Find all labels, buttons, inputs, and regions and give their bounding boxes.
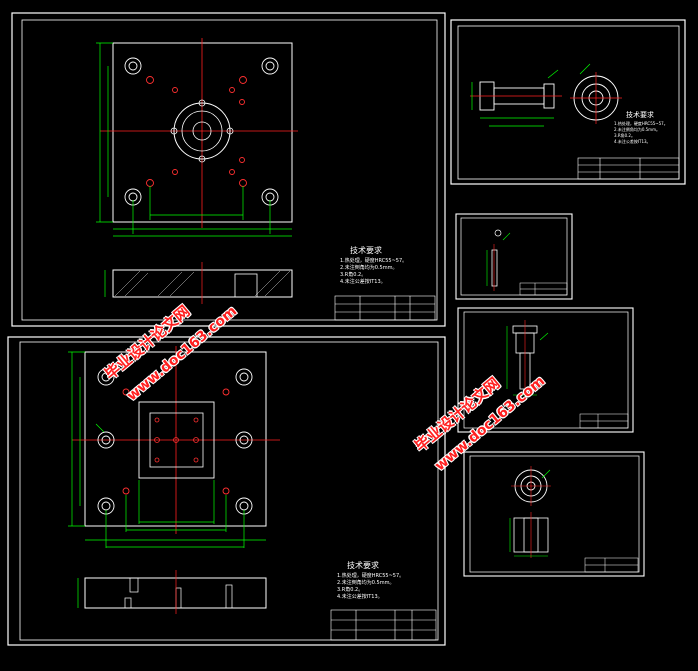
sheet-2-note-line: 4.未注公差按IT13。 <box>614 139 651 144</box>
sheet-1-notes-title: 技术要求 <box>350 246 382 255</box>
sheet-5-tech-notes: 技术要求 1.热处理，硬度HRC55~57。 2.未注倒角均为0.5mm。 3.… <box>337 560 404 601</box>
sheet-1-tech-notes: 技术要求 1.热处理，硬度HRC55~57。 2.未注倒角均为0.5mm。 3.… <box>340 245 407 286</box>
sheet-4-inner-frame <box>463 311 629 429</box>
sheet-5-cavity-outer <box>138 401 215 479</box>
sheet-1 <box>11 12 446 327</box>
sheet-1-note-line: 1.热处理，硬度HRC55~57。 <box>340 258 408 264</box>
sheet-6-inner-frame <box>469 455 640 573</box>
sheet-5-outer-frame <box>7 336 446 646</box>
sheet-1-center-ring <box>173 102 231 160</box>
sheet-2-tech-notes: 技术要求 1.热处理，硬度HRC55~57。 2.未注倒角均为0.5mm。 3.… <box>614 110 668 145</box>
sheet-5-dimensions <box>68 351 266 548</box>
sheet-3-pin-part <box>491 249 498 287</box>
sheet-1-note-line: 4.未注公差按IT13。 <box>340 279 386 285</box>
sheet-1-center-ring-inner <box>181 110 223 152</box>
sheet-6-dimensions <box>509 469 551 557</box>
sheet-3-inner-frame <box>460 217 568 296</box>
sheet-5-section-details <box>124 577 233 609</box>
sheet-2-dimensions <box>471 63 591 127</box>
sheet-4-outer-frame <box>457 307 634 433</box>
sheet-2-note-line: 3.R角0.2。 <box>614 133 635 138</box>
sheet-1-inner-frame <box>21 19 438 321</box>
sheet-5-plate-section-view <box>84 577 267 609</box>
sheet-6-title-block <box>584 557 639 573</box>
sheet-5-notes-title: 技术要求 <box>347 561 379 570</box>
sheet-5-note-line: 4.未注公差按IT13。 <box>337 594 383 600</box>
sheet-1-center-bore <box>192 121 212 141</box>
sheet-1-dimensions <box>96 42 292 237</box>
sheet-2-note-line: 2.未注倒角均为0.5mm。 <box>614 127 660 132</box>
sheet-2-outer-frame <box>450 19 686 185</box>
sheet-5-plate-top-view <box>84 351 267 527</box>
sheet-4-dimensions <box>506 326 549 396</box>
sheet-3-outer-frame <box>455 213 573 300</box>
sheet-4-title-block <box>579 413 629 429</box>
sheet-4 <box>457 307 634 433</box>
sheet-1-corner-holes <box>124 57 279 206</box>
sheet-1-section-hatch <box>114 270 291 297</box>
sheet-1-note-line: 2.未注倒角均为0.5mm。 <box>340 265 398 271</box>
sheet-5-corner-holes <box>97 368 253 515</box>
sheet-1-bolt-hole <box>170 127 178 135</box>
sheet-1-bolt-hole <box>226 127 234 135</box>
sheet-1-bolt-hole <box>198 155 206 163</box>
sheet-5-cavity-holes <box>154 417 199 463</box>
sheet-1-section-bore <box>234 273 258 298</box>
sheet-5-inner-frame <box>19 341 439 641</box>
sheet-2-inner-frame <box>457 25 680 180</box>
sheet-3 <box>455 213 573 300</box>
sheet-3-title-block <box>519 282 568 296</box>
sheet-3-leader <box>502 232 511 241</box>
sheet-1-plate-top-view <box>112 42 293 223</box>
sheet-5 <box>7 336 446 646</box>
sheet-5-note-line: 2.未注倒角均为0.5mm。 <box>337 580 395 586</box>
sheet-5-cavity-inner <box>149 412 204 468</box>
sheet-5-note-line: 3.R角0.2。 <box>337 587 364 593</box>
sheet-1-title-block <box>334 295 436 321</box>
sheet-5-small-holes <box>122 388 230 495</box>
sheet-1-plate-section-view <box>112 269 293 298</box>
sheet-1-bolt-hole <box>198 99 206 107</box>
sheet-2-notes-title: 技术要求 <box>626 111 654 119</box>
sheet-2-title-block <box>577 157 680 180</box>
sheet-5-title-block <box>330 609 437 641</box>
sheet-2-note-line: 1.热处理，硬度HRC55~57。 <box>614 121 668 126</box>
sheet-1-outer-frame <box>11 12 446 327</box>
sheet-6-outer-frame <box>463 451 645 577</box>
sheet-5-note-line: 1.热处理，硬度HRC55~57。 <box>337 573 405 579</box>
sheet-6 <box>463 451 645 577</box>
sheet-2 <box>450 19 686 185</box>
sheet-3-pin-end-view <box>494 229 502 237</box>
sheet-1-note-line: 3.R角0.2。 <box>340 272 367 278</box>
sheet-1-small-holes <box>146 76 247 187</box>
